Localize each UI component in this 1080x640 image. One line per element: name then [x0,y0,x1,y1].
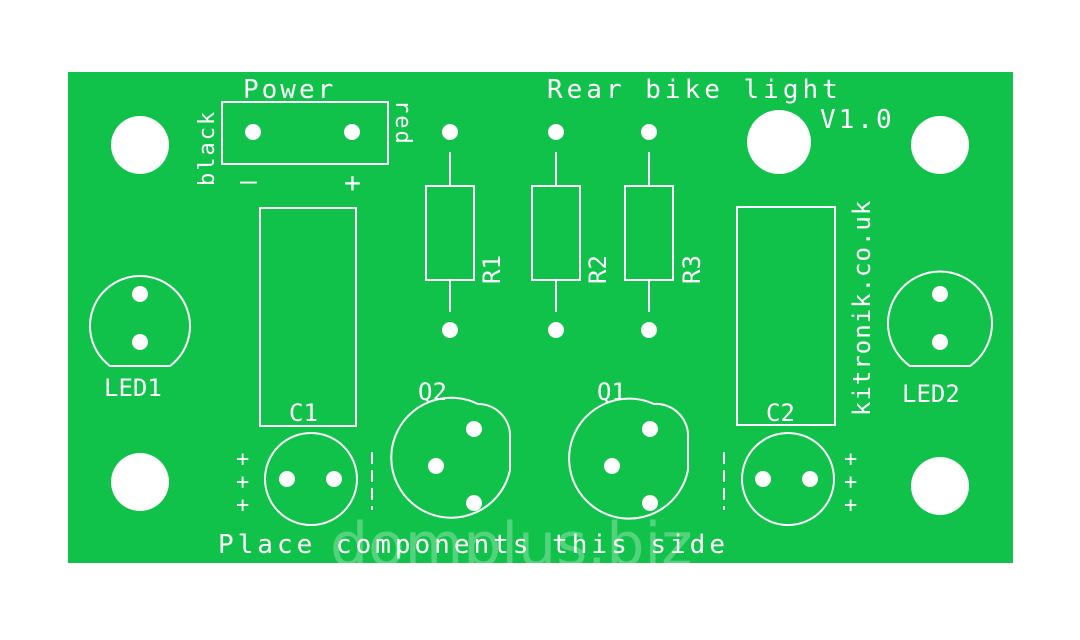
transistor-label-q2: Q2 [418,378,447,406]
power-label: Power [243,75,336,105]
watermark: domplus.biz [330,510,693,580]
website-label: kitronik.co.uk [848,200,876,416]
resistor-r1: R1 [425,124,506,338]
c2-plus-2: + [844,470,857,495]
plus-sign: + [344,166,361,199]
resistor-label-r3: R3 [678,255,706,284]
led2-label: LED2 [902,380,960,408]
mounting-hole-top-mid-right [747,110,811,174]
c1-plus-1: + [236,447,249,472]
mounting-hole-top-left [111,116,169,174]
black-wire-label: black [195,110,220,186]
c2-plus-1: + [844,447,857,472]
capacitor-label-c1: C1 [289,399,318,427]
minus-sign: – [240,164,257,197]
led1-footprint: LED1 [89,275,191,402]
resistor-r3: R3 [624,124,706,338]
pcb-substrate [68,72,1013,563]
mounting-hole-top-right [911,116,969,174]
board-version: V1.0 [820,105,895,135]
footer-instruction: Place components this side [218,530,729,560]
power-connector: Power black red – + [195,75,415,199]
c1-plus-3: + [236,493,249,518]
capacitor-c1: C1 + + + [236,207,373,526]
resistor-label-r2: R2 [584,255,612,284]
resistor-label-r1: R1 [478,255,506,284]
board-title: Rear bike light [547,75,842,105]
mounting-hole-bottom-left [111,453,169,511]
capacitor-label-c2: C2 [766,399,795,427]
c1-plus-2: + [236,470,249,495]
mounting-holes [111,110,969,515]
mounting-hole-bottom-right [911,457,969,515]
transistor-q2: Q2 [390,378,512,519]
transistor-q1: Q1 [568,378,690,520]
led2-footprint: LED2 [887,270,993,408]
capacitor-c2: C2 + + + [723,206,857,526]
transistor-label-q1: Q1 [597,378,626,406]
resistor-r2: R2 [531,124,612,338]
c2-plus-3: + [844,493,857,518]
led1-label: LED1 [104,374,162,402]
red-wire-label: red [390,100,415,146]
